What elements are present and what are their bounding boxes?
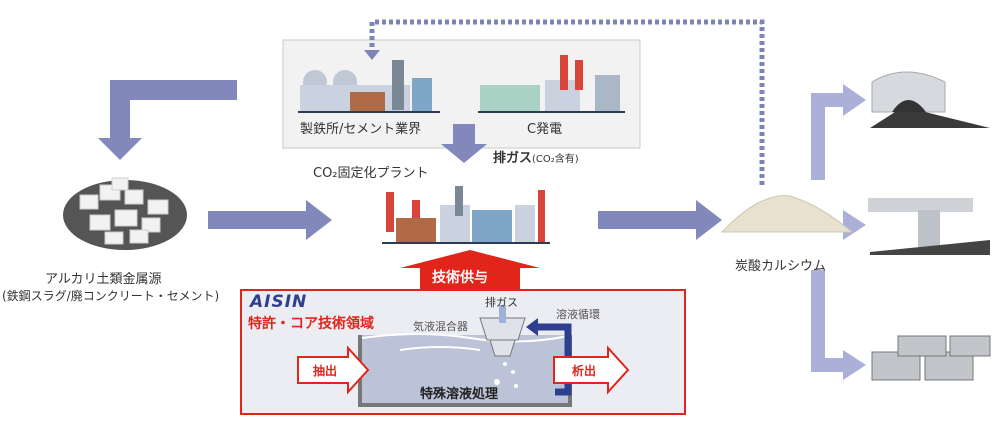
precipitate-label: 析出: [572, 364, 597, 378]
source-sublabel: (鉄鋼スラグ/廃コンクリート・セメント): [2, 289, 220, 303]
tech-supply-label: 技術供与: [432, 270, 488, 286]
source-label: アルカリ土類金属源: [45, 272, 162, 287]
core-tech-title: 特許・コア技術領域: [248, 316, 374, 332]
tech-supply-arrow: [400, 250, 540, 290]
calcium-carbonate-pile: [720, 195, 854, 233]
output-arrow: [598, 211, 698, 229]
power-plant-label: C発電: [527, 122, 563, 137]
process-label: 特殊溶液処理: [420, 387, 499, 402]
dotted-return-line: [369, 19, 765, 185]
plant-label: CO₂固定化プラント: [313, 166, 429, 181]
aisin-logo: AISIN: [250, 292, 308, 312]
precipitate-arrow: [553, 345, 630, 395]
return-arrow: [110, 80, 237, 140]
power-plant-illustration: [478, 55, 625, 113]
extract-arrow: [297, 345, 370, 395]
exhaust-label: 排ガス(CO₂含有): [493, 147, 579, 166]
steel-cement-plant-illustration: [298, 60, 440, 113]
mixer-label: 気液混合器: [413, 320, 468, 333]
exhaust-sub: (CO₂含有): [532, 154, 579, 165]
tunnel-icon: [870, 71, 990, 128]
return-arrow-head: [98, 138, 142, 160]
exhaust-main: 排ガス: [493, 151, 533, 166]
product-label: 炭酸カルシウム: [735, 259, 827, 274]
steel-cement-label: 製鉄所/セメント業界: [300, 122, 422, 137]
circulation-label: 溶液循環: [556, 308, 600, 321]
dotted-arrow-head: [364, 50, 380, 60]
extract-label: 抽出: [313, 364, 338, 378]
concrete-blocks-icon: [871, 335, 991, 381]
exhaust-arrow: [453, 124, 475, 146]
input-arrow: [208, 211, 308, 229]
highway-bridge-icon: [868, 198, 990, 255]
gas-label: 排ガス: [485, 296, 518, 309]
co2-fixation-plant-illustration: [382, 186, 550, 244]
gas-liquid-mixer: [479, 317, 526, 341]
